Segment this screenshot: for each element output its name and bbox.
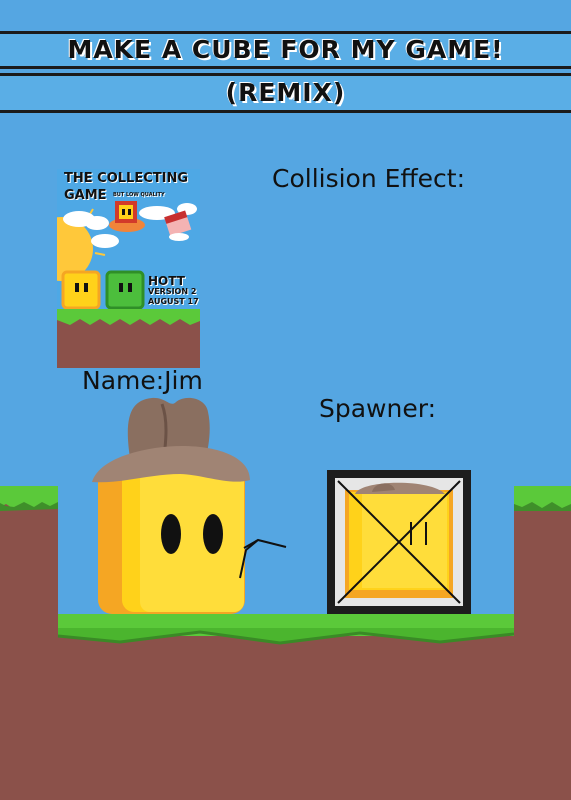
poster-title-line2: GAME	[64, 188, 107, 203]
jim-cube-character	[92, 397, 287, 614]
jim-arm	[239, 538, 287, 579]
poster-subtitle: BUT LOW QUALITY	[113, 192, 165, 198]
spawner-box	[327, 470, 471, 614]
poster-version: VERSION 2	[148, 287, 197, 296]
poster-author: HOTT	[148, 274, 185, 288]
poster-art	[57, 169, 200, 368]
title-banner-line1: MAKE A CUBE FOR MY GAME!	[0, 31, 571, 69]
game-cover-poster: THE COLLECTING GAME BUT LOW QUALITY HOTT…	[57, 169, 200, 368]
collision-effect-label: Collision Effect:	[272, 164, 466, 193]
poster-title-line1: THE COLLECTING	[64, 171, 188, 186]
poster-date: AUGUST 17	[148, 297, 199, 306]
left-cliff	[0, 486, 58, 800]
ground	[57, 614, 515, 800]
title-line2: (REMIX)	[225, 78, 346, 107]
spawner-label: Spawner:	[319, 394, 436, 423]
title-banner-line2: (REMIX)	[0, 73, 571, 113]
title-line1: MAKE A CUBE FOR MY GAME!	[67, 35, 504, 64]
name-label: Name:Jim	[82, 366, 203, 395]
jim-left-eye	[161, 514, 181, 554]
jim-right-eye	[203, 514, 223, 554]
right-cliff	[514, 486, 571, 800]
cowboy-hat	[92, 397, 250, 483]
